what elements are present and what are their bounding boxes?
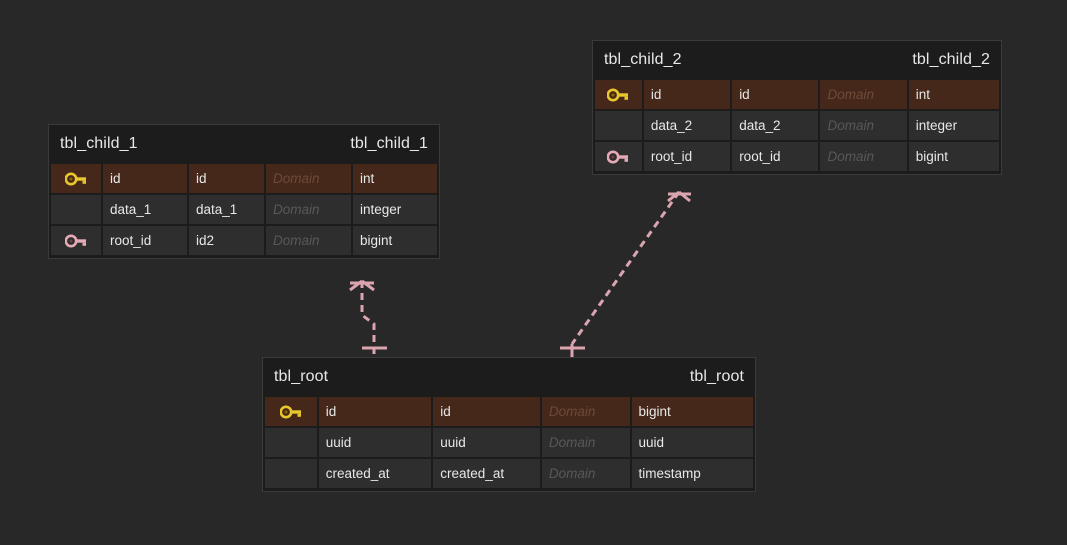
relationship-root-to-child-1 (349, 279, 387, 357)
column-name: root_id (643, 142, 731, 171)
column-name: uuid (318, 428, 432, 457)
foreign-key-icon (595, 142, 642, 171)
column-domain: Domain (820, 80, 907, 109)
table-title-left: tbl_root (274, 368, 329, 385)
no-key-icon (265, 459, 317, 488)
column-field: root_id (732, 142, 819, 171)
no-key-icon (51, 195, 101, 224)
relationship-root-to-child-2 (560, 190, 691, 357)
column-name: id (643, 80, 731, 109)
crows-foot-many-marker (667, 190, 691, 203)
table-node-tbl-root[interactable]: tbl_root tbl_root id id Domain bigint (262, 357, 756, 492)
column-domain: Domain (541, 397, 630, 426)
table-row[interactable]: created_at created_at Domain timestamp (265, 459, 753, 488)
primary-key-icon (265, 397, 317, 426)
table-row[interactable]: uuid uuid Domain uuid (265, 428, 753, 457)
column-field: id2 (189, 226, 264, 255)
column-domain: Domain (820, 142, 907, 171)
primary-key-icon (51, 164, 101, 193)
relationship-line (570, 191, 681, 345)
table-header-tbl-child-1[interactable]: tbl_child_1 tbl_child_1 (49, 125, 439, 164)
column-type: bigint (353, 226, 437, 255)
column-field: id (433, 397, 540, 426)
table-row[interactable]: id id Domain int (51, 164, 437, 193)
crows-foot-many-marker (349, 279, 375, 292)
column-field: data_2 (732, 111, 819, 140)
table-row[interactable]: id id Domain bigint (265, 397, 753, 426)
table-title-left: tbl_child_1 (60, 135, 138, 152)
table-row[interactable]: data_2 data_2 Domain integer (595, 111, 999, 140)
column-name: id (103, 164, 187, 193)
table-node-tbl-child-1[interactable]: tbl_child_1 tbl_child_1 id id Domain int (48, 124, 440, 259)
table-row[interactable]: data_1 data_1 Domain integer (51, 195, 437, 224)
table-row[interactable]: root_id id2 Domain bigint (51, 226, 437, 255)
table-row[interactable]: root_id root_id Domain bigint (595, 142, 999, 171)
table-node-tbl-child-2[interactable]: tbl_child_2 tbl_child_2 id id Domain int (592, 40, 1002, 175)
table-title-right: tbl_child_1 (350, 135, 428, 152)
column-domain: Domain (266, 226, 351, 255)
column-name: created_at (318, 459, 432, 488)
column-field: id (189, 164, 264, 193)
column-name: data_2 (643, 111, 731, 140)
column-field: uuid (433, 428, 540, 457)
column-domain: Domain (266, 195, 351, 224)
column-name: data_1 (103, 195, 187, 224)
table-title-left: tbl_child_2 (604, 51, 682, 68)
table-body-tbl-child-2: id id Domain int data_2 data_2 Domain in… (593, 80, 1001, 174)
table-header-tbl-root[interactable]: tbl_root tbl_root (263, 358, 755, 397)
table-row[interactable]: id id Domain int (595, 80, 999, 109)
relationship-line (360, 281, 376, 357)
no-key-icon (265, 428, 317, 457)
column-domain: Domain (266, 164, 351, 193)
table-body-tbl-root: id id Domain bigint uuid uuid Domain uui… (263, 397, 755, 491)
column-name: id (318, 397, 432, 426)
table-body-tbl-child-1: id id Domain int data_1 data_1 Domain in… (49, 164, 439, 258)
foreign-key-icon (51, 226, 101, 255)
column-domain: Domain (820, 111, 907, 140)
column-domain: Domain (541, 459, 630, 488)
column-domain: Domain (541, 428, 630, 457)
column-field: created_at (433, 459, 540, 488)
column-name: root_id (103, 226, 187, 255)
column-type: uuid (631, 428, 753, 457)
table-title-right: tbl_root (689, 368, 744, 385)
column-type: bigint (631, 397, 753, 426)
table-header-tbl-child-2[interactable]: tbl_child_2 tbl_child_2 (593, 41, 1001, 80)
column-type: timestamp (631, 459, 753, 488)
column-field: data_1 (189, 195, 264, 224)
column-type: int (908, 80, 999, 109)
column-field: id (732, 80, 819, 109)
primary-key-icon (595, 80, 642, 109)
column-type: int (353, 164, 437, 193)
column-type: bigint (908, 142, 999, 171)
no-key-icon (595, 111, 642, 140)
column-type: integer (353, 195, 437, 224)
column-type: integer (908, 111, 999, 140)
table-title-right: tbl_child_2 (912, 51, 990, 68)
